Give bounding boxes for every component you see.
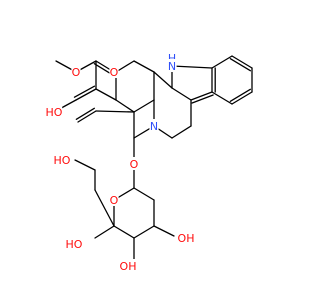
enol-hydroxyl-label: HO bbox=[46, 105, 63, 119]
double-bond-second-line bbox=[93, 63, 113, 76]
single-bond bbox=[95, 88, 117, 101]
svg-text:O: O bbox=[110, 194, 119, 207]
single-bond bbox=[113, 225, 135, 239]
sugar-hydroxyl-3-label: OH bbox=[120, 259, 137, 273]
svg-text:O: O bbox=[130, 158, 139, 171]
double-bond-second-line bbox=[229, 58, 252, 72]
double-bond bbox=[77, 110, 97, 123]
single-bond bbox=[95, 110, 135, 113]
single-bond bbox=[211, 91, 233, 105]
double-bond bbox=[231, 91, 253, 105]
single-bond bbox=[133, 99, 155, 113]
single-bond bbox=[153, 71, 173, 89]
single-bond bbox=[133, 187, 155, 201]
double-bond-second-line bbox=[73, 85, 96, 98]
double-bond-second-line bbox=[229, 88, 252, 102]
svg-text:N: N bbox=[150, 120, 158, 133]
single-bond bbox=[133, 225, 155, 239]
single-bond bbox=[211, 55, 233, 69]
single-bond bbox=[133, 60, 155, 73]
svg-text:HO: HO bbox=[54, 154, 71, 167]
single-bond bbox=[171, 65, 213, 69]
single-bond bbox=[171, 87, 192, 101]
svg-text:HO: HO bbox=[46, 106, 63, 119]
carbonyl-oxygen-label: O bbox=[109, 65, 119, 79]
double-bond bbox=[75, 88, 97, 101]
svg-text:H: H bbox=[168, 52, 176, 65]
single-bond bbox=[94, 189, 115, 227]
double-bond bbox=[231, 55, 253, 69]
indole-hydrogen-label: H bbox=[167, 51, 177, 65]
hydroxymethyl-hydroxyl-label: HO bbox=[54, 153, 71, 167]
svg-text:O: O bbox=[72, 66, 81, 79]
svg-text:HO: HO bbox=[66, 238, 83, 251]
svg-text:OH: OH bbox=[178, 232, 195, 245]
bond-layer bbox=[53, 55, 253, 263]
double-bond-second-line bbox=[191, 94, 214, 104]
double-bond-second-line bbox=[75, 107, 95, 120]
single-bond bbox=[171, 125, 192, 139]
svg-text:N: N bbox=[168, 60, 176, 73]
pyranose-ring-oxygen-label: O bbox=[109, 193, 119, 207]
sugar-hydroxyl-4-label: HO bbox=[66, 237, 83, 251]
single-bond bbox=[115, 99, 135, 113]
sugar-hydroxyl-2-label: OH bbox=[178, 231, 195, 245]
svg-text:OH: OH bbox=[120, 260, 137, 273]
indole-nitrogen-label: N bbox=[167, 59, 177, 73]
ring-nitrogen-label: N bbox=[149, 119, 159, 133]
ester-oxygen-label: O bbox=[71, 65, 81, 79]
double-bond bbox=[190, 91, 213, 101]
single-bond bbox=[115, 60, 135, 73]
single-bond bbox=[94, 225, 115, 239]
svg-text:O: O bbox=[110, 66, 119, 79]
single-bond bbox=[74, 159, 96, 171]
single-bond bbox=[153, 225, 175, 237]
glycosidic-oxygen-label: O bbox=[129, 157, 139, 171]
